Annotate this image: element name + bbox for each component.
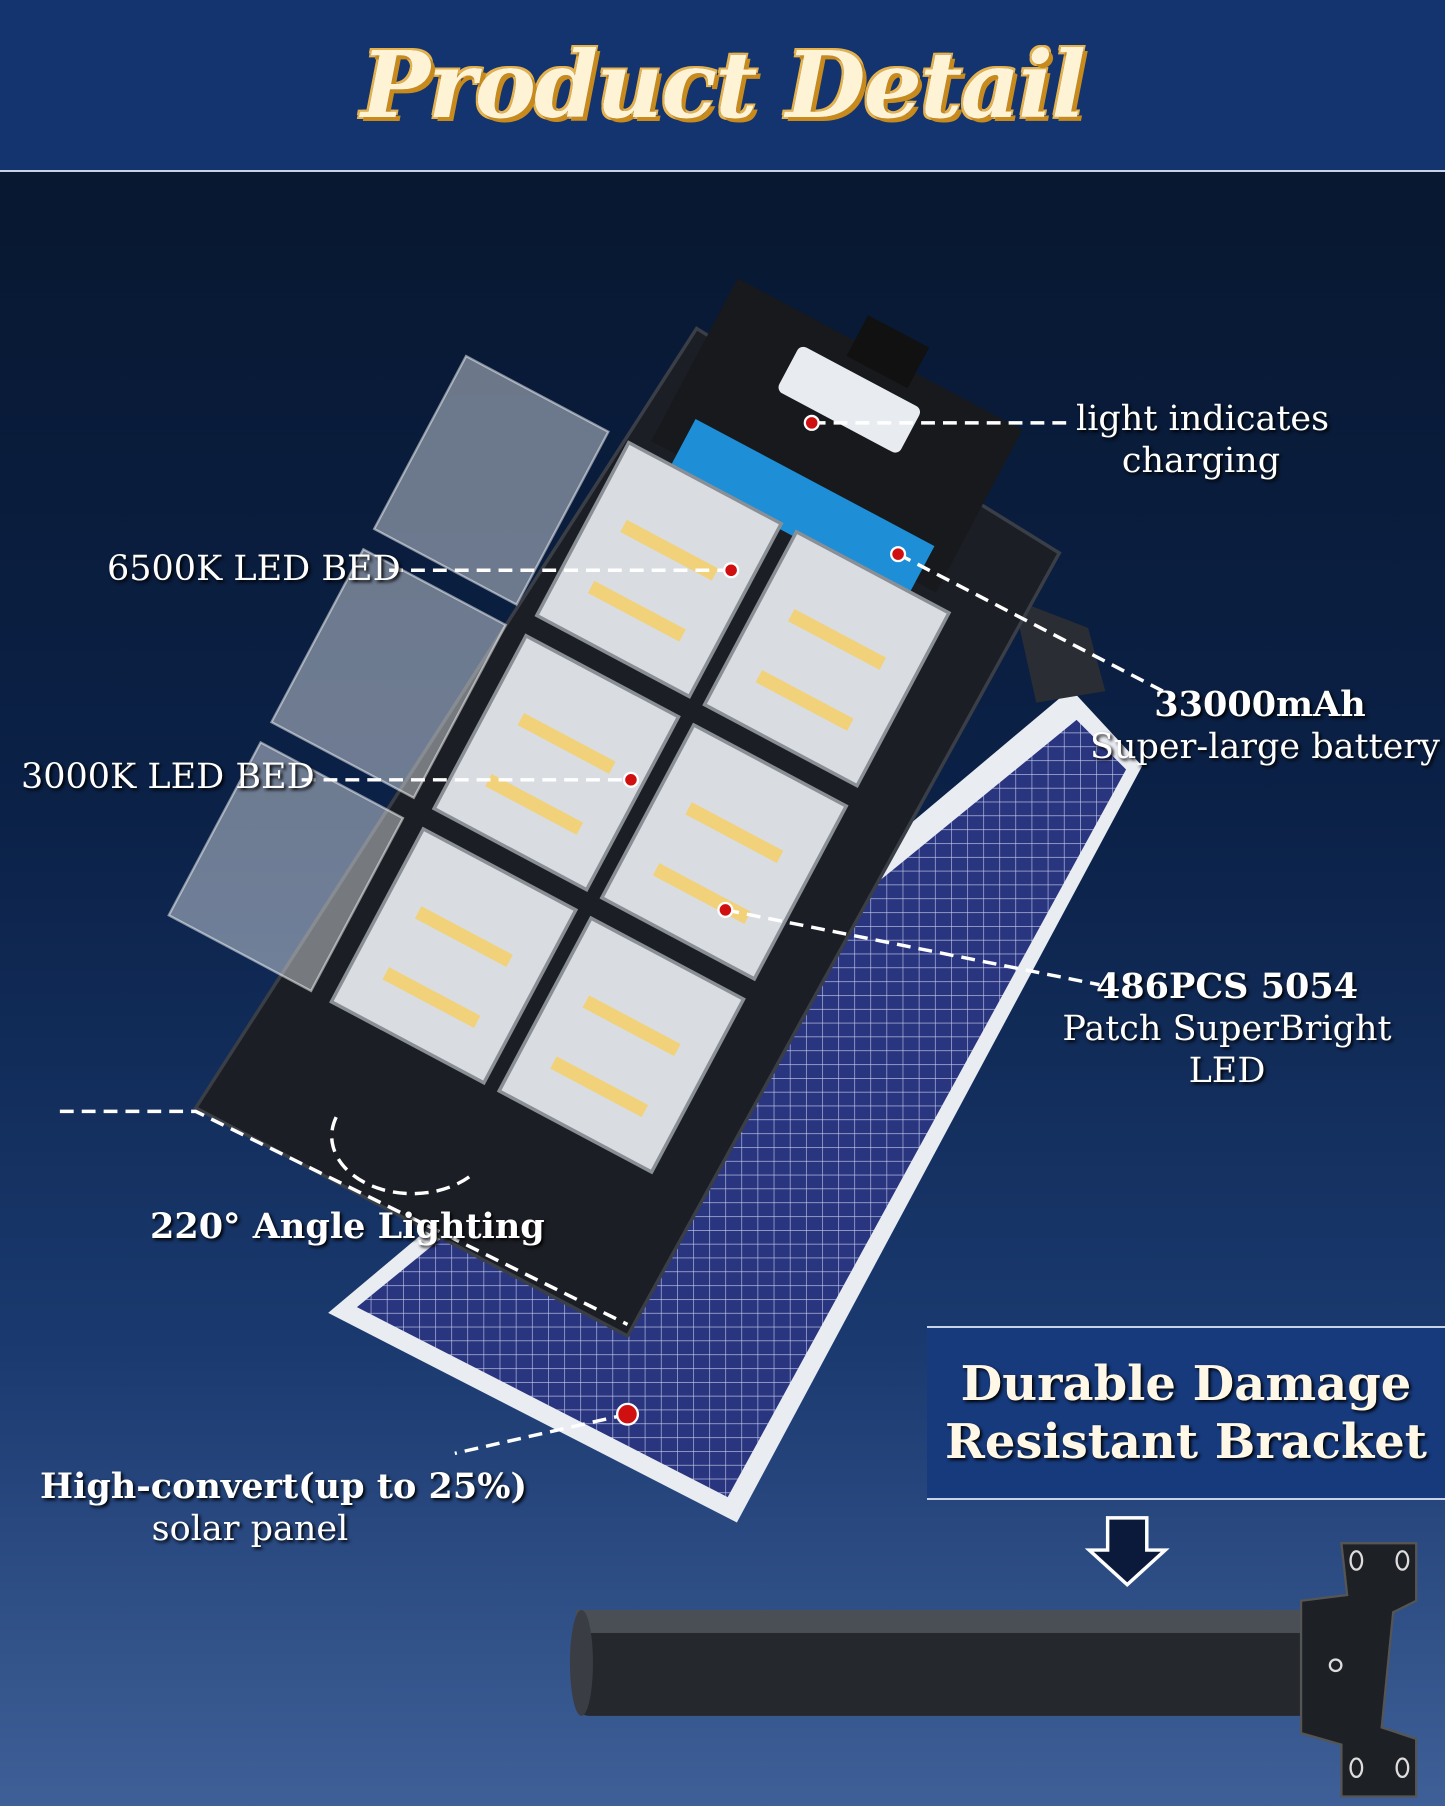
mounting-bracket [569,1542,1418,1798]
bracket-title-line1: Durable Damage [960,1356,1412,1412]
marker-dots [615,414,907,1426]
header-banner: Product Detail [0,0,1445,172]
battery-capacity: 33000mAh [1154,684,1366,725]
charging-label: light indicates charging [1076,398,1330,482]
solar-efficiency: High-convert(up to 25%) [40,1466,528,1507]
solar-label: High-convert(up to 25%) solar panel [40,1466,528,1550]
led-count-label: 486PCS 5054 Patch SuperBright LED [1062,966,1392,1092]
battery-label: 33000mAh Super-large battery [1090,684,1440,768]
leader-lines [59,421,1164,1456]
bracket-callout: Durable Damage Resistant Bracket [927,1326,1445,1500]
control-unit [651,278,1023,597]
angle-arc [330,1116,474,1196]
bracket-title-line2: Resistant Bracket [945,1414,1427,1470]
battery-description: Super-large battery [1090,727,1440,767]
led-3000-label: 3000K LED BED [21,757,315,797]
led-module-grid [167,354,952,1175]
solar-description: solar panel [151,1509,349,1549]
charging-label-line1: light indicates [1076,399,1330,439]
charging-label-line2: charging [1121,441,1281,481]
led-type-suffix: LED [1188,1051,1266,1091]
led-type: Patch SuperBright [1062,1009,1392,1049]
down-arrow-icon [1084,1516,1170,1587]
angle-label: 220° Angle Lighting [150,1206,545,1247]
led-count: 486PCS 5054 [1095,966,1359,1007]
page-title: Product Detail [360,31,1086,139]
led-6500-label: 6500K LED BED [107,549,401,589]
